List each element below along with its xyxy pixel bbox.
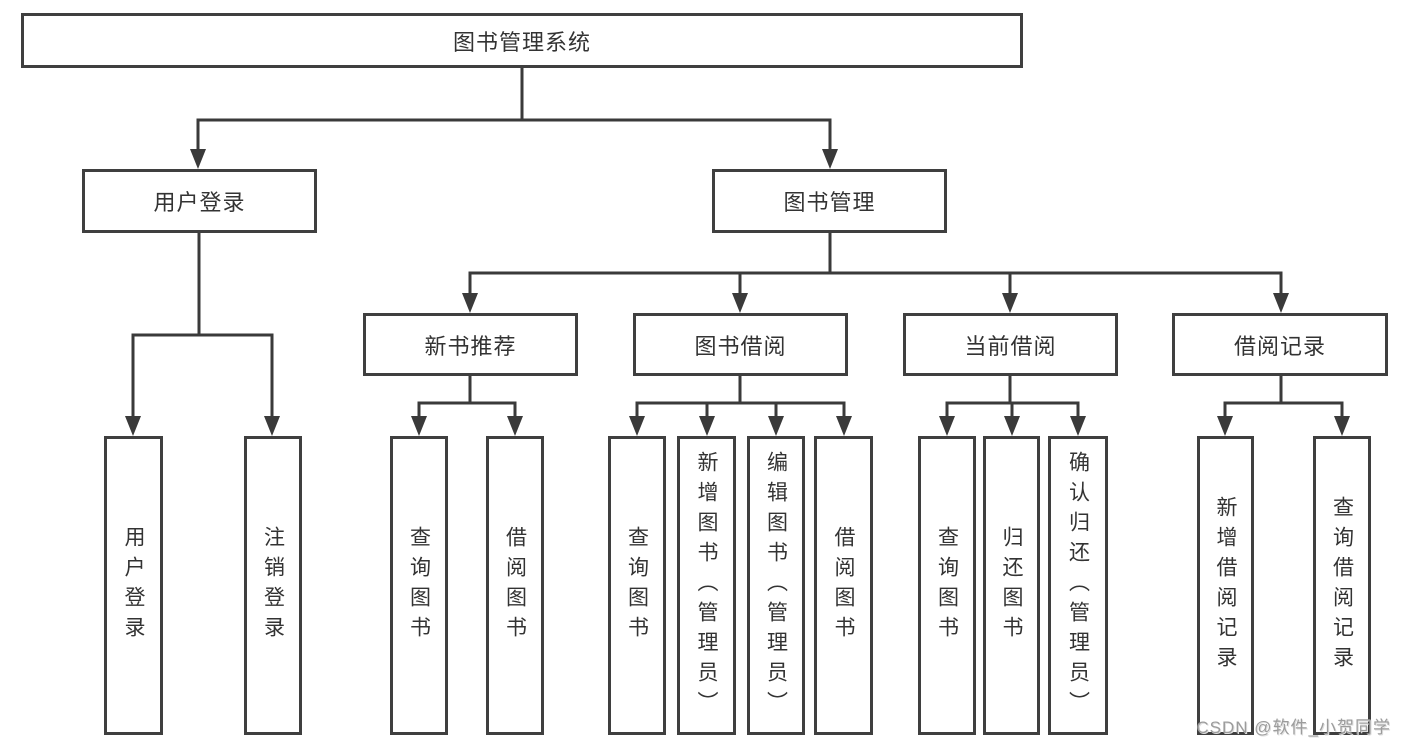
connector-paths	[131, 66, 1344, 422]
node-borrow-records: 借阅记录	[1172, 313, 1388, 376]
node-user-login-label: 用户登录	[153, 190, 246, 215]
leaf-query-books-borrow: 查询图书	[608, 436, 666, 735]
arrow-down-icon	[462, 293, 478, 313]
leaf-query-borrow-record: 查询借阅记录	[1313, 436, 1371, 735]
node-new-book-recommend-label: 新书推荐	[424, 333, 517, 359]
arrow-down-icon	[1273, 293, 1289, 313]
arrow-down-icon	[768, 416, 784, 436]
leaf-confirm-return-admin-label: 确认归还（管理员）	[1066, 450, 1090, 721]
leaf-query-books-current-label: 查询图书	[935, 525, 959, 646]
node-user-login: 用户登录	[82, 169, 317, 233]
arrow-down-icon	[1070, 416, 1086, 436]
node-book-borrow-label: 图书借阅	[694, 333, 787, 359]
arrow-down-icon	[190, 149, 206, 169]
arrow-down-icon	[1334, 416, 1350, 436]
arrow-down-icon	[699, 416, 715, 436]
node-borrow-records-label: 借阅记录	[1233, 333, 1326, 359]
leaf-edit-books-admin-label: 编辑图书（管理员）	[764, 450, 788, 721]
leaf-return-books: 归还图书	[983, 436, 1040, 735]
node-new-book-recommend: 新书推荐	[363, 313, 578, 376]
leaf-logout: 注销登录	[244, 436, 302, 735]
connector-borrow-records-to-leaves	[1223, 375, 1344, 422]
arrow-down-icon	[629, 416, 645, 436]
arrow-down-icon	[939, 416, 955, 436]
node-current-borrow: 当前借阅	[903, 313, 1118, 376]
watermark: CSDN @软件_小贺同学	[1196, 718, 1391, 737]
arrow-down-icon	[507, 416, 523, 436]
node-current-borrow-label: 当前借阅	[964, 333, 1057, 359]
leaf-add-borrow-record: 新增借阅记录	[1197, 436, 1254, 735]
leaf-query-books-current: 查询图书	[918, 436, 976, 735]
leaf-query-books-recommend-label: 查询图书	[407, 525, 431, 646]
leaf-add-borrow-record-label: 新增借阅记录	[1214, 495, 1237, 676]
arrow-down-icon	[411, 416, 427, 436]
arrow-down-icon	[1002, 293, 1018, 313]
leaf-query-books-borrow-label: 查询图书	[625, 525, 649, 646]
arrow-down-icon	[836, 416, 852, 436]
leaf-add-books-admin: 新增图书（管理员）	[677, 436, 736, 735]
arrowhead-icons	[125, 149, 1350, 436]
leaf-borrow-books: 借阅图书	[814, 436, 873, 735]
node-book-borrow: 图书借阅	[633, 313, 848, 376]
arrow-down-icon	[822, 149, 838, 169]
node-library-system: 图书管理系统	[21, 13, 1023, 68]
connector-new-book-recommend-to-leaves	[417, 375, 517, 422]
arrow-down-icon	[732, 293, 748, 313]
connector-book-management-to-groups	[468, 231, 1283, 299]
leaf-borrow-books-recommend: 借阅图书	[486, 436, 544, 735]
node-book-management: 图书管理	[712, 169, 947, 233]
arrow-down-icon	[125, 416, 141, 436]
arrow-down-icon	[1217, 416, 1233, 436]
leaf-user-login: 用户登录	[104, 436, 163, 735]
leaf-query-borrow-record-label: 查询借阅记录	[1330, 495, 1354, 676]
leaf-borrow-books-recommend-label: 借阅图书	[503, 525, 527, 646]
leaf-borrow-books-label: 借阅图书	[832, 525, 855, 646]
arrow-down-icon	[1004, 416, 1020, 436]
node-book-management-label: 图书管理	[783, 190, 876, 215]
leaf-logout-label: 注销登录	[261, 525, 285, 646]
leaf-edit-books-admin: 编辑图书（管理员）	[747, 436, 805, 735]
connector-user-login-to-leaves	[131, 231, 274, 422]
leaf-add-books-admin-label: 新增图书（管理员）	[695, 450, 718, 721]
node-library-system-label: 图书管理系统	[452, 29, 591, 55]
leaf-return-books-label: 归还图书	[1000, 525, 1023, 646]
leaf-confirm-return-admin: 确认归还（管理员）	[1048, 436, 1108, 735]
leaf-query-books-recommend: 查询图书	[390, 436, 448, 735]
connector-book-borrow-to-leaves	[635, 375, 846, 422]
connector-current-borrow-to-leaves	[945, 375, 1080, 422]
leaf-user-login-label: 用户登录	[122, 525, 145, 646]
arrow-down-icon	[264, 416, 280, 436]
connector-root-to-level2	[196, 66, 832, 155]
